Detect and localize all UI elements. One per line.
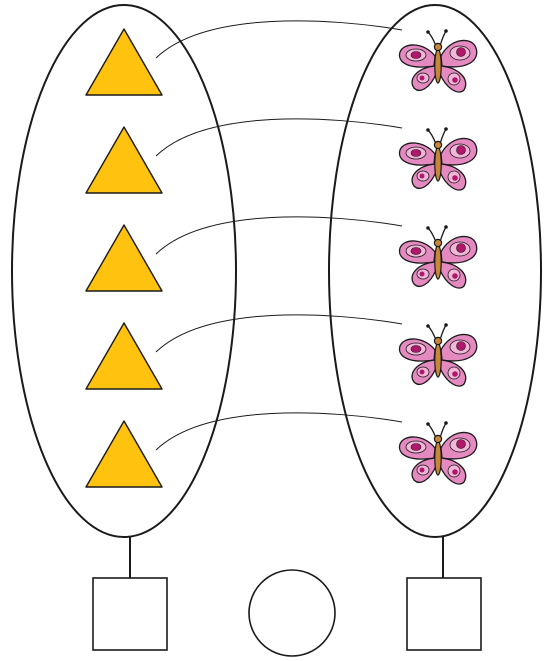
butterfly-icon	[400, 225, 477, 288]
butterfly-column	[400, 29, 477, 484]
triangle-icon	[86, 323, 162, 389]
pairing-line	[156, 21, 402, 58]
pairing-line	[156, 413, 402, 450]
pairing-line	[156, 217, 402, 254]
butterfly-icon	[400, 127, 477, 190]
triangle-icon	[86, 421, 162, 487]
comparison-circle[interactable]	[249, 570, 335, 656]
butterfly-icon	[400, 323, 477, 386]
pairing-line	[156, 119, 402, 156]
triangle-column	[86, 29, 162, 487]
right-count-box[interactable]	[407, 578, 481, 650]
triangle-icon	[86, 225, 162, 291]
triangle-icon	[86, 29, 162, 95]
triangle-icon	[86, 127, 162, 193]
left-count-box[interactable]	[93, 578, 167, 650]
butterfly-icon	[400, 29, 477, 92]
butterfly-icon	[400, 421, 477, 484]
pairing-line	[156, 315, 402, 352]
pairing-lines	[156, 21, 402, 450]
